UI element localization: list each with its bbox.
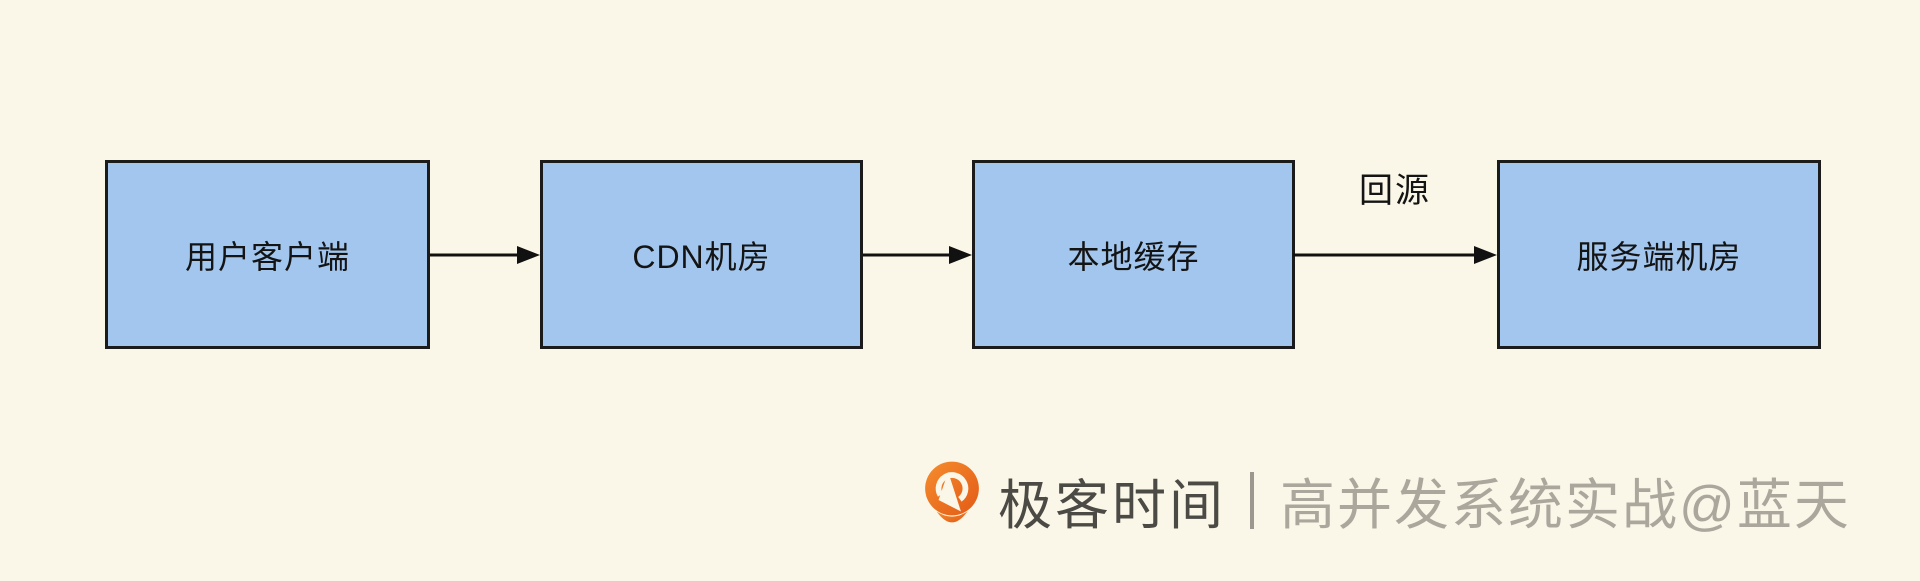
edge-label-back-to-source: 回源 — [1359, 172, 1431, 210]
node-user-client: 用户客户端 — [105, 160, 430, 349]
arrow-cache-to-server-icon — [1293, 242, 1497, 268]
course-caption: 高并发系统实战@蓝天 — [1280, 474, 1851, 536]
node-server-room: 服务端机房 — [1497, 160, 1821, 349]
brand-name: 极客时间 — [998, 475, 1226, 536]
arrow-user-to-cdn-icon — [430, 242, 540, 268]
divider — [1250, 471, 1254, 529]
node-local-cache: 本地缓存 — [972, 160, 1295, 349]
geektime-logo-icon — [925, 461, 979, 523]
watermark: 极客时间 高并发系统实战@蓝天 — [920, 458, 1851, 542]
arrow-cdn-to-cache-icon — [863, 242, 972, 268]
node-cdn-room: CDN机房 — [540, 160, 863, 349]
